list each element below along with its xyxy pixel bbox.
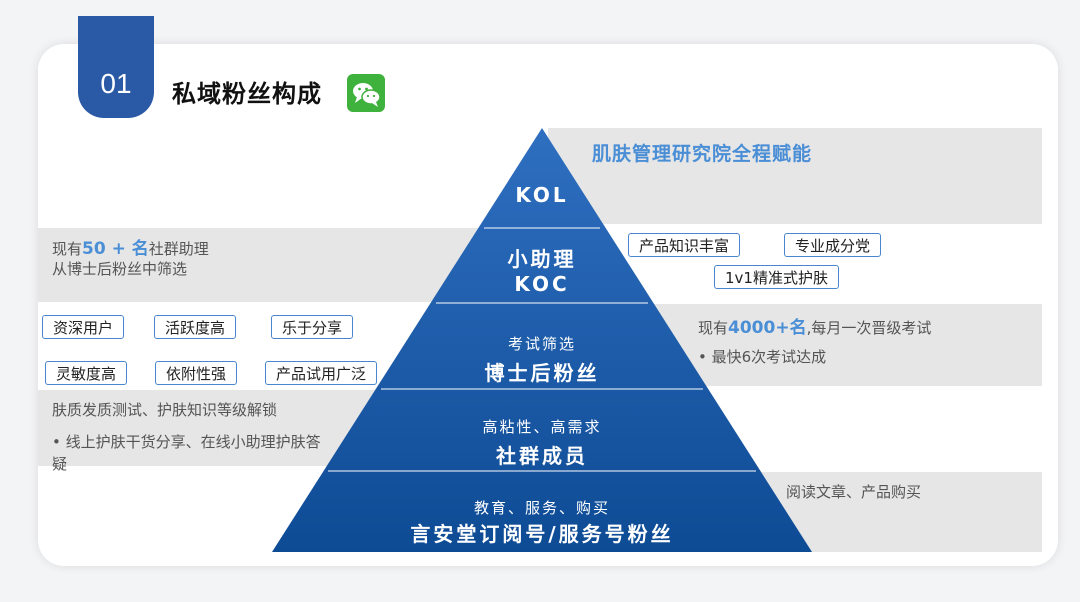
page-title: 私域粉丝构成 [172, 80, 322, 108]
postdoc-suffix: ,每月一次晋级考试 [806, 319, 932, 337]
level-member-sub: 高粘性、高需求 [482, 418, 602, 436]
level-postdoc-sub: 考试筛选 [507, 335, 576, 353]
level-kol-label: KOL [515, 183, 569, 207]
assistant-count: 50 + 名 [82, 239, 149, 259]
member-bullet: • 线上护肤干货分享、在线小助理护肤答 [52, 433, 321, 451]
postdoc-prefix: 现有 [698, 319, 729, 337]
tag-one-on-one-care: 1v1精准式护肤 [714, 265, 839, 289]
tag-likes-sharing: 乐于分享 [271, 315, 354, 339]
base-note: 阅读文章、产品购买 [786, 483, 922, 501]
member-bullet-cont: 疑 [52, 455, 68, 473]
level-koc-sub: 小助理 [507, 247, 577, 271]
tag-senior-user: 资深用户 [42, 315, 125, 339]
postdoc-count-note: 现有4000+名,每月一次晋级考试 [698, 313, 931, 338]
band-kol-right [548, 128, 1042, 224]
level-base-label: 言安堂订阅号/服务号粉丝 [410, 522, 674, 546]
tag-product-knowledge: 产品知识丰富 [628, 233, 741, 257]
tag-high-activity: 活跃度高 [154, 315, 237, 339]
level-koc-label: KOC [514, 272, 570, 296]
tag-ingredient-expert: 专业成分党 [784, 233, 882, 257]
top-note: 肌肤管理研究院全程赋能 [592, 143, 813, 165]
level-member-label: 社群成员 [496, 444, 588, 468]
postdoc-bullet: • 最快6次考试达成 [698, 348, 827, 366]
postdoc-count: 4000+名 [728, 318, 807, 338]
assistant-prefix: 现有 [52, 240, 83, 258]
pyramid-shape [272, 128, 812, 552]
level-postdoc-label: 博士后粉丝 [484, 361, 600, 385]
tag-product-trial: 产品试用广泛 [265, 361, 378, 385]
member-note: 肤质发质测试、护肤知识等级解锁 [52, 401, 278, 419]
tag-high-sensitivity: 灵敏度高 [45, 361, 128, 385]
section-number-badge: 01 [78, 16, 154, 118]
section-number: 01 [100, 68, 132, 99]
level-base-sub: 教育、服务、购买 [473, 499, 610, 517]
assistant-source-note: 从博士后粉丝中筛选 [52, 260, 188, 278]
band-postdoc-right [650, 304, 1042, 386]
assistant-suffix: 社群助理 [148, 240, 209, 258]
tag-strong-attachment: 依附性强 [155, 361, 238, 385]
assistant-count-note: 现有50 + 名社群助理 [52, 234, 209, 259]
band-koc-left [38, 228, 518, 302]
wechat-icon [347, 74, 385, 112]
